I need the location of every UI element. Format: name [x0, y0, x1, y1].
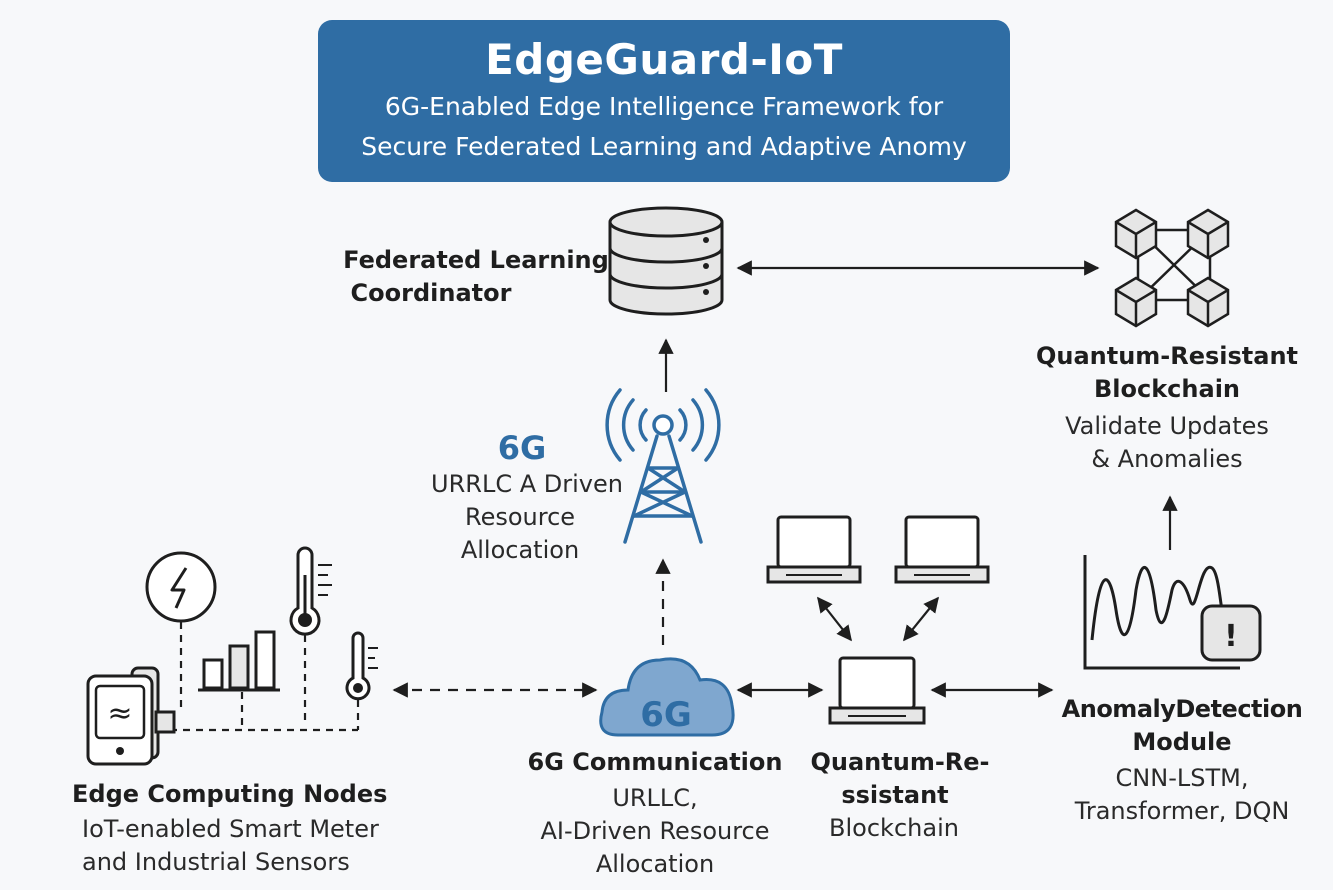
- alert-symbol: !: [1224, 619, 1238, 654]
- tower-line3: Allocation: [460, 536, 580, 564]
- blockchain-bottom-line2: ssistant: [841, 781, 949, 809]
- bar-chart-icon: [198, 630, 280, 692]
- thermometer-icon: [289, 546, 332, 636]
- anomaly-label: AnomalyDetection Module CNN-LSTM, Transf…: [1050, 693, 1314, 828]
- anomaly-line2: Module: [1132, 728, 1232, 756]
- cube: [1186, 208, 1230, 260]
- tower-label: 6G URRLC A Driven Resource Allocation: [412, 428, 642, 567]
- alert-icon: !: [1200, 604, 1262, 662]
- radio-tower-icon: [605, 388, 721, 544]
- title-banner: EdgeGuard-IoT 6G-Enabled Edge Intelligen…: [318, 20, 1010, 182]
- blockchain-top-line1: Quantum-Resistant: [1035, 342, 1299, 370]
- anomaly-chart-icon: [1083, 555, 1240, 670]
- blockchain-top-line3: Validate Updates: [1065, 412, 1269, 440]
- lightning-icon: [145, 551, 217, 623]
- meter-wave-symbol: ≈: [107, 696, 132, 731]
- blockchain-cubes-icon: [1114, 208, 1230, 328]
- database-icon: [608, 206, 724, 316]
- blockchain-top-line4: & Anomalies: [1091, 445, 1243, 473]
- laptop-icon: [766, 515, 862, 584]
- title-subtitle-line2: Secure Federated Learning and Adaptive A…: [361, 132, 967, 161]
- anomaly-line4: Transformer, DQN: [1074, 797, 1290, 825]
- edge-title: Edge Computing Nodes: [72, 780, 388, 808]
- title-main: EdgeGuard-IoT: [485, 35, 843, 84]
- blockchain-top-line2: Blockchain: [1093, 375, 1240, 403]
- coordinator-line1: Federated Learning: [343, 246, 609, 274]
- arrow-laptop-right: [903, 596, 939, 642]
- thermometer-icon: [345, 631, 378, 701]
- cloud-6g-label: 6G: [640, 695, 692, 735]
- blockchain-bottom-label: Quantum-Re- ssistant Blockchain: [800, 746, 1000, 845]
- communication-line2: AI-Driven Resource: [540, 817, 770, 845]
- laptop-icon: [894, 515, 990, 584]
- edge-connectors: [170, 622, 360, 732]
- anomaly-line1: AnomalyDetection: [1061, 695, 1303, 723]
- cube: [1114, 208, 1158, 260]
- tower-line2: Resource: [464, 503, 576, 531]
- cube: [1114, 276, 1158, 328]
- blockchain-bottom-line3: Blockchain: [829, 814, 959, 842]
- connectors: [392, 260, 1178, 698]
- edge-line2: and Industrial Sensors: [82, 848, 350, 876]
- tower-line1: URRLC A Driven: [431, 470, 623, 498]
- communication-title: 6G Communication: [527, 748, 783, 776]
- coordinator-line2: Coordinator: [350, 279, 512, 307]
- communication-line1: URLLC,: [612, 784, 698, 812]
- smart-meter-icon: ≈: [86, 666, 176, 766]
- title-subtitle-line1: 6G-Enabled Edge Intelligence Framework f…: [384, 92, 944, 121]
- edge-label: Edge Computing Nodes IoT-enabled Smart M…: [72, 778, 402, 879]
- blockchain-bottom-line1: Quantum-Re-: [810, 748, 990, 776]
- arrow-laptop-left: [817, 596, 852, 642]
- tower-heading: 6G: [497, 429, 547, 467]
- coordinator-label: Federated Learning Coordinator: [336, 244, 616, 310]
- blockchain-top-label: Quantum-Resistant Blockchain Validate Up…: [1022, 340, 1312, 476]
- cloud-icon: 6G: [599, 657, 735, 737]
- anomaly-line3: CNN-LSTM,: [1115, 764, 1249, 792]
- cube: [1186, 276, 1230, 328]
- laptop-icon: [828, 656, 926, 725]
- communication-line3: Allocation: [595, 850, 715, 878]
- communication-label: 6G Communication URLLC, AI-Driven Resour…: [510, 746, 800, 881]
- edge-line1: IoT-enabled Smart Meter: [82, 815, 379, 843]
